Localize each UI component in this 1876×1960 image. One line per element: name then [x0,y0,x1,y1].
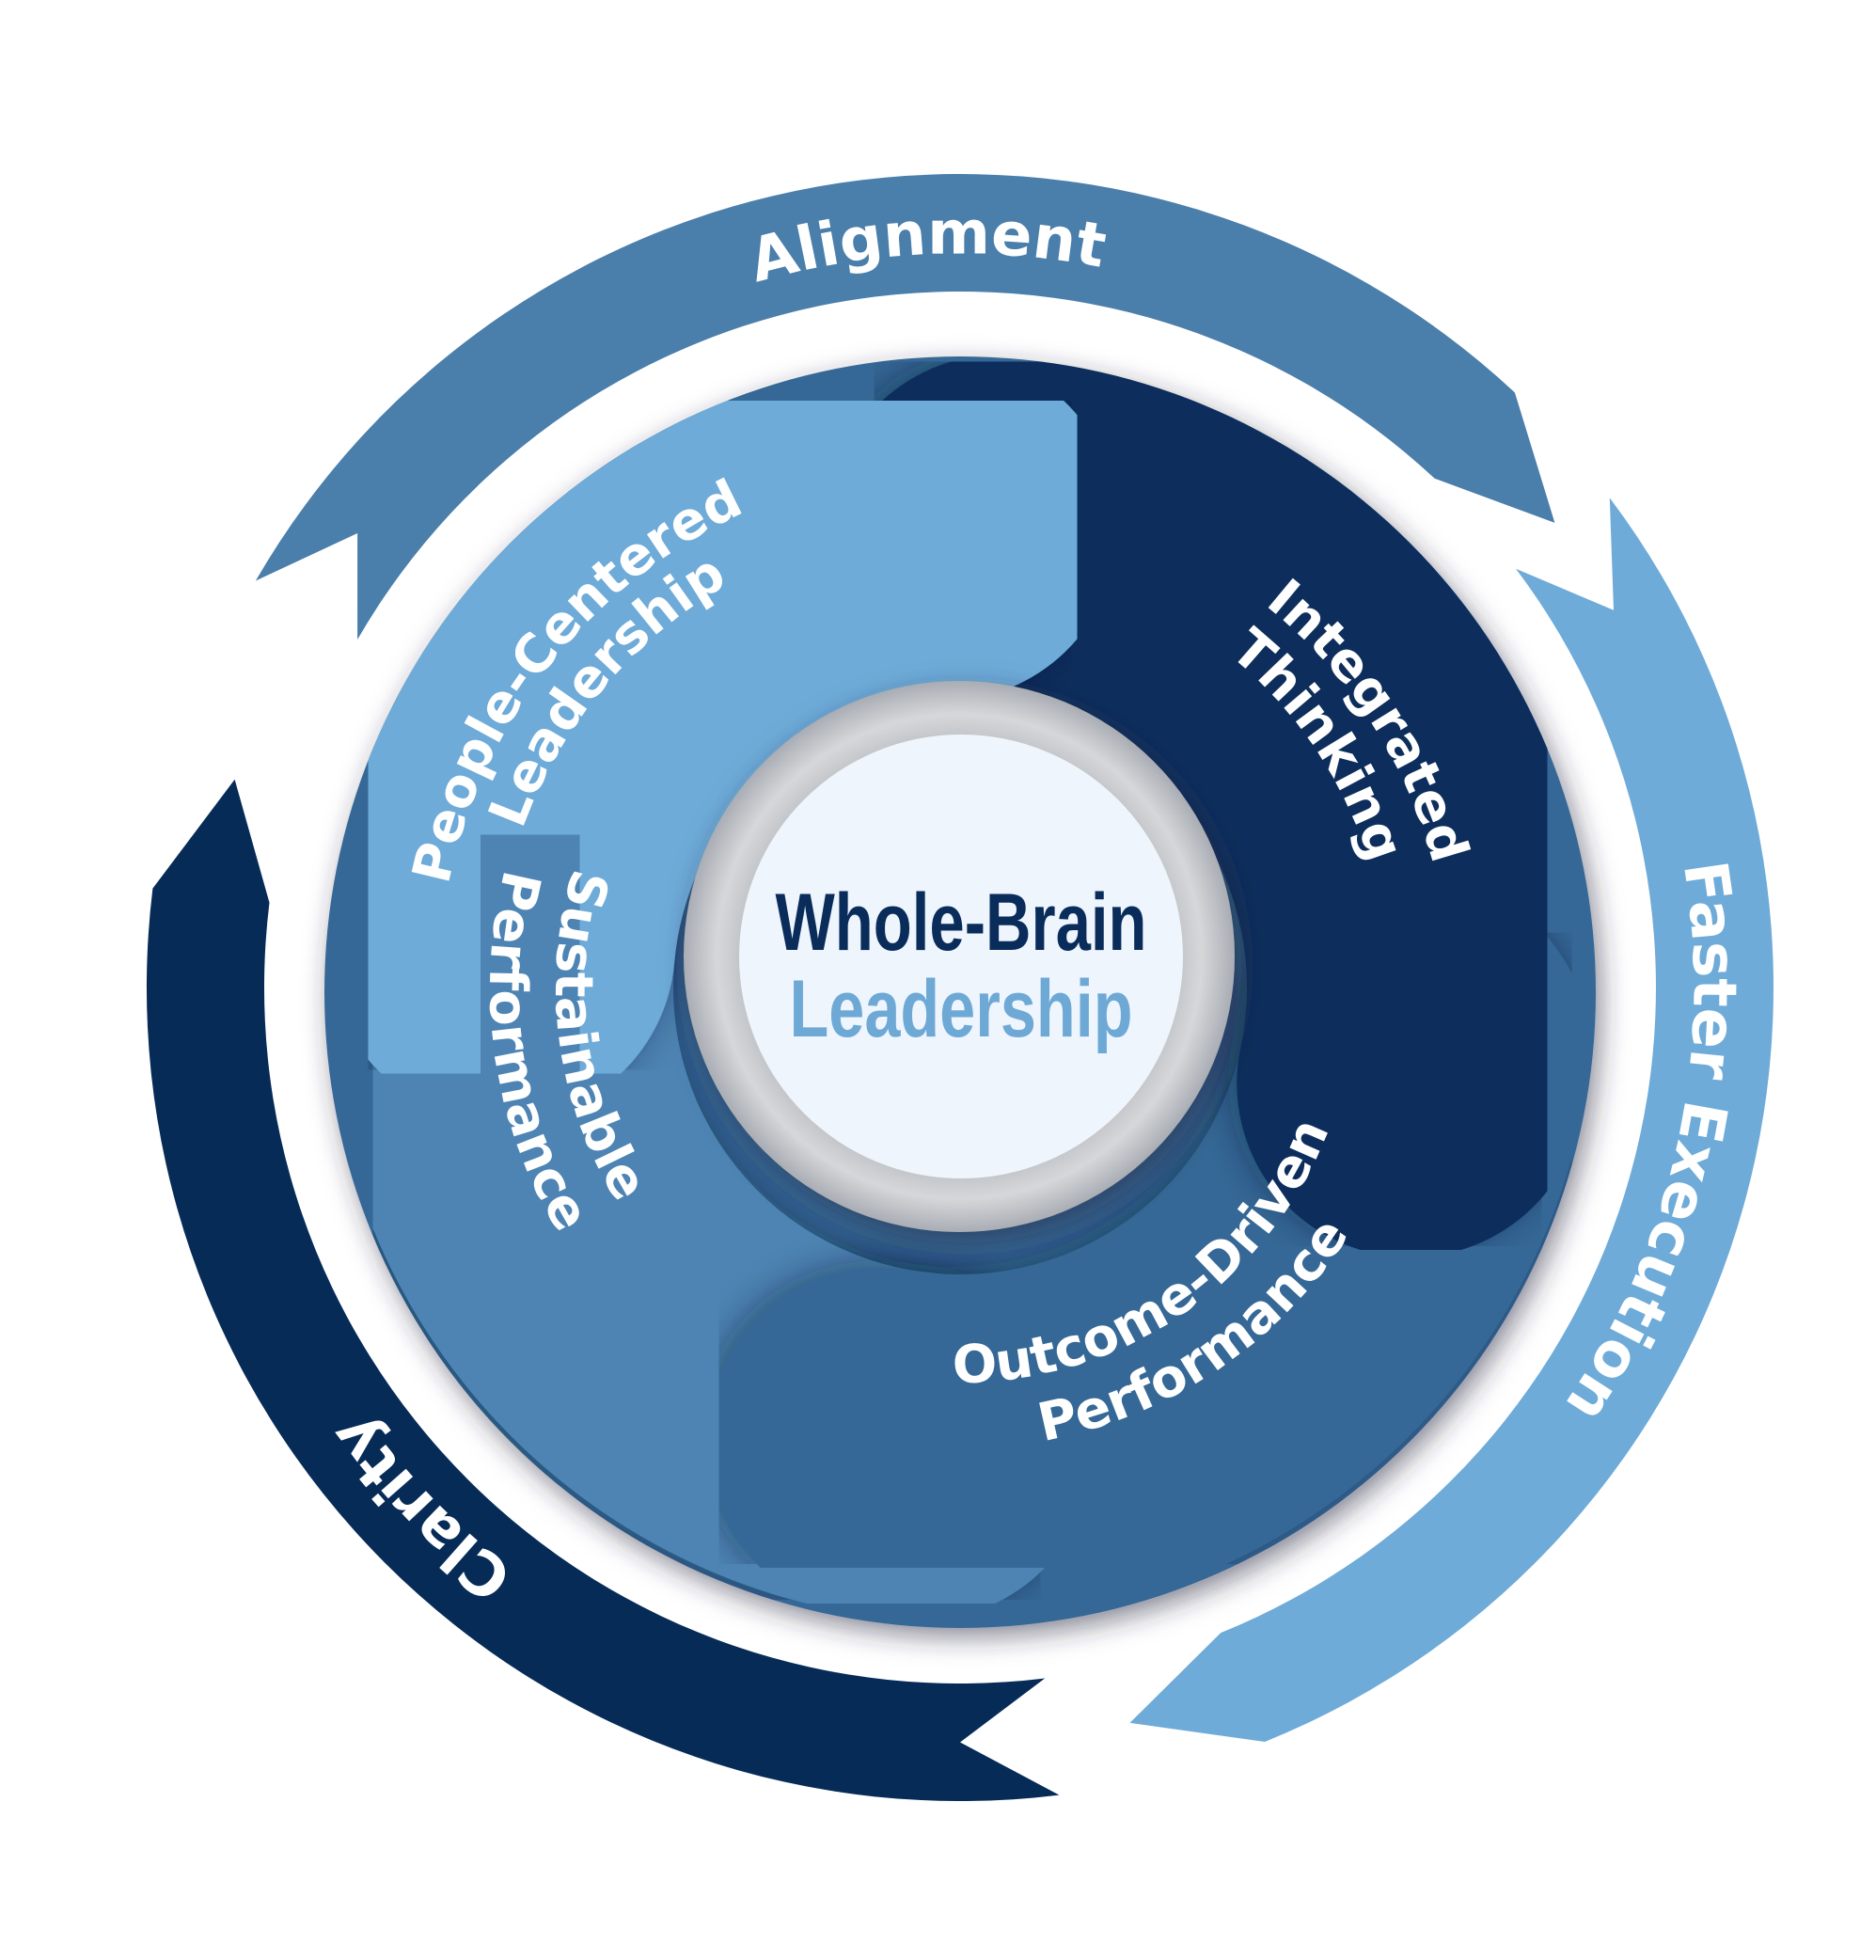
alignment-arrow [255,174,1555,640]
main-disk: People-Centered Leadership Integrated Th… [324,356,1596,1628]
center-circle [739,735,1183,1178]
clarity-arrow [146,779,1060,1802]
faster-execution-arrow [1129,498,1774,1742]
center-title-line1: Whole-Brain [776,877,1147,968]
lobes [325,356,1595,1622]
lobe-sustainable-head [325,749,735,1392]
center-title-line2: Leadership [790,964,1133,1054]
center-hub: Whole-Brain Leadership [684,681,1235,1232]
